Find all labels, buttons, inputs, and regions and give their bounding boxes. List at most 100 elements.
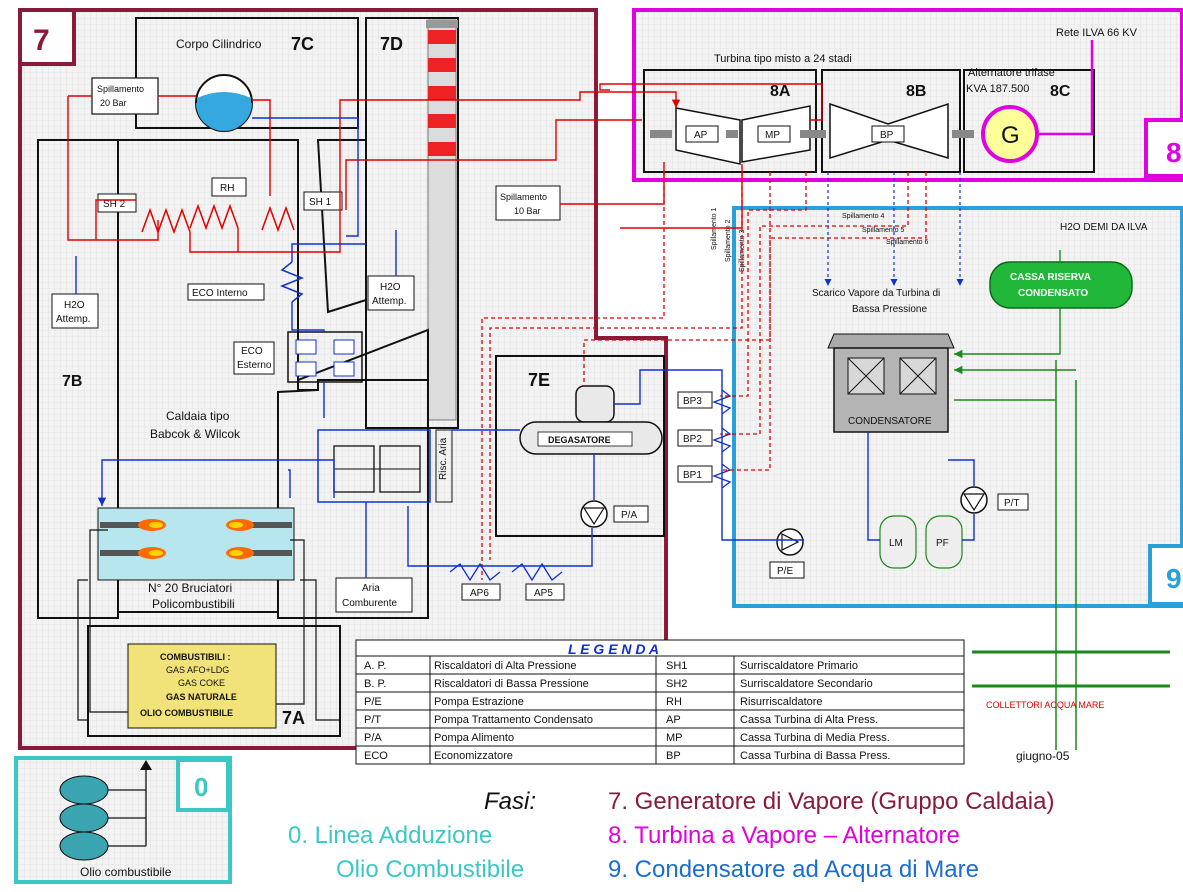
fuel-lines [77, 529, 340, 721]
spillamento-2: Spillamento 2 [725, 219, 732, 262]
legend-cell: Surriscaldatore Secondario [740, 678, 873, 690]
drum-water [196, 103, 252, 131]
chimney [426, 19, 458, 421]
alternatore-line2: KVA 187.500 [966, 83, 1029, 95]
eco-interno-coil [279, 261, 305, 303]
h2o-attemp-left-line1: H2O [64, 300, 85, 311]
degasser-dome [575, 385, 615, 423]
bp-box [871, 125, 905, 143]
extraction-lines [481, 172, 927, 580]
ap6-label: AP6 [470, 588, 489, 599]
bp2-label: BP2 [683, 434, 702, 445]
spillamento-20-line1: Spillamento [97, 84, 144, 94]
seawater-lines [954, 250, 1076, 401]
legend-cell: Riscaldatori di Alta Pressione [434, 660, 576, 672]
eco-interno-label: ECO Interno [192, 288, 248, 299]
legend-cell: MP [666, 732, 683, 744]
h2o-attemp-left-line2: Attemp. [56, 314, 90, 325]
spillamento-10-line2: 10 Bar [514, 206, 541, 216]
bp3-box [677, 391, 713, 409]
bp3-label: BP3 [683, 396, 702, 407]
burner-flames [100, 519, 292, 559]
combustibili-line2: GAS AFO+LDG [166, 665, 229, 675]
degasser-section-box [495, 355, 665, 537]
eco-interno-box [187, 283, 265, 301]
generator-circle [981, 105, 1039, 163]
combustibili-line4: GAS NATURALE [166, 692, 237, 702]
legend-cell: ECO [364, 750, 388, 762]
rete-label: Rete ILVA 66 KV [1056, 27, 1138, 39]
spillamento-6: Spillamento 6 [886, 239, 929, 246]
h2o-demi-label: H2O DEMI DA ILVA [1060, 222, 1148, 233]
giugno-label: giugno-05 [1016, 749, 1070, 763]
sea-water-collectors [972, 360, 1170, 750]
sh2-coil [141, 207, 191, 235]
air-heater-box [317, 429, 431, 503]
legend-cell: Risurriscaldatore [740, 696, 823, 708]
sh1-coil [261, 205, 295, 233]
lm-vessel [879, 515, 917, 569]
legend: L E G E N D A A. P.Riscaldatori di Alta … [355, 639, 965, 765]
olio-combustibile-label: Olio combustibile [80, 865, 172, 879]
bp2-box [677, 429, 713, 447]
legend-cell: P/T [364, 714, 381, 726]
grid-line [1038, 40, 1094, 136]
bp-label: BP [880, 130, 894, 141]
fuel-box [127, 643, 277, 729]
water-lines [75, 117, 975, 578]
legend-cell: AP [666, 714, 681, 726]
cassa-riserva-tank [989, 261, 1133, 309]
spillamento-10-line1: Spillamento [500, 192, 547, 202]
fasi-7: 7. Generatore di Vapore (Gruppo Caldaia) [608, 788, 1055, 815]
section-7E-label: 7E [528, 370, 550, 390]
rh-box [211, 177, 247, 197]
sh2-label: SH 2 [103, 199, 126, 210]
fasi-title: Fasi: [484, 788, 537, 815]
pe-box [769, 561, 805, 579]
sh1-label: SH 1 [309, 197, 332, 208]
eco-esterno-line2: Esterno [237, 360, 272, 371]
pf-label: PF [936, 538, 949, 549]
generator-box [963, 69, 1095, 173]
steam-lines [67, 83, 823, 253]
condensatore-label: CONDENSATORE [848, 416, 932, 427]
alternatore-line1: Alternatore trifase [968, 67, 1055, 79]
pa-label: P/A [621, 510, 637, 521]
legend-cell: Cassa Turbina di Bassa Press. [740, 750, 890, 762]
aria-comburente-box [335, 577, 413, 613]
section-7A-label: 7A [282, 708, 305, 728]
ap5-box [525, 583, 565, 601]
eco-esterno-line1: ECO [241, 346, 263, 357]
caldaia-line1: Caldaia tipo [166, 409, 230, 423]
legend-cell: Cassa Turbina di Media Press. [740, 732, 890, 744]
legend-cell: BP [666, 750, 681, 762]
turbine-bp-box [821, 69, 961, 173]
pa-box [613, 505, 649, 523]
ap5-label: AP5 [534, 588, 553, 599]
pf-vessel [925, 515, 963, 569]
bruciatori-line2: Policombustibili [152, 597, 235, 611]
turbine-ap-mp-box [643, 69, 817, 173]
caldaia-line2: Babcok & Wilcok [150, 427, 241, 441]
legend-cell: Pompa Trattamento Condensato [434, 714, 593, 726]
mp-label: MP [765, 130, 780, 141]
pe-label: P/E [777, 566, 793, 577]
h2o-attemp-left-box [51, 293, 99, 329]
fasi-8: 8. Turbina a Vapore – Alternatore [608, 822, 960, 849]
rh-coil [189, 203, 239, 231]
section-7C-label: 7C [291, 34, 314, 54]
fasi-0-line1: 0. Linea Adduzione [288, 822, 493, 849]
combustibili-line3: GAS COKE [178, 678, 225, 688]
degasatore-label: DEGASATORE [548, 435, 611, 445]
aria-line1: Aria [362, 583, 380, 594]
legend-cell: Surriscaldatore Primario [740, 660, 858, 672]
scarico-line1: Scarico Vapore da Turbina di [812, 288, 940, 299]
fasi-9: 9. Condensatore ad Acqua di Mare [608, 856, 979, 883]
fasi-0-line2: Olio Combustibile [336, 856, 525, 883]
legend-cell: A. P. [364, 660, 386, 672]
combustibili-line5: OLIO COMBUSTIBILE [140, 708, 233, 718]
section-9-number: 9 [1166, 563, 1182, 594]
vapour-exhaust-lines [824, 172, 964, 286]
spillamento-4: Spillamento 4 [842, 213, 885, 220]
